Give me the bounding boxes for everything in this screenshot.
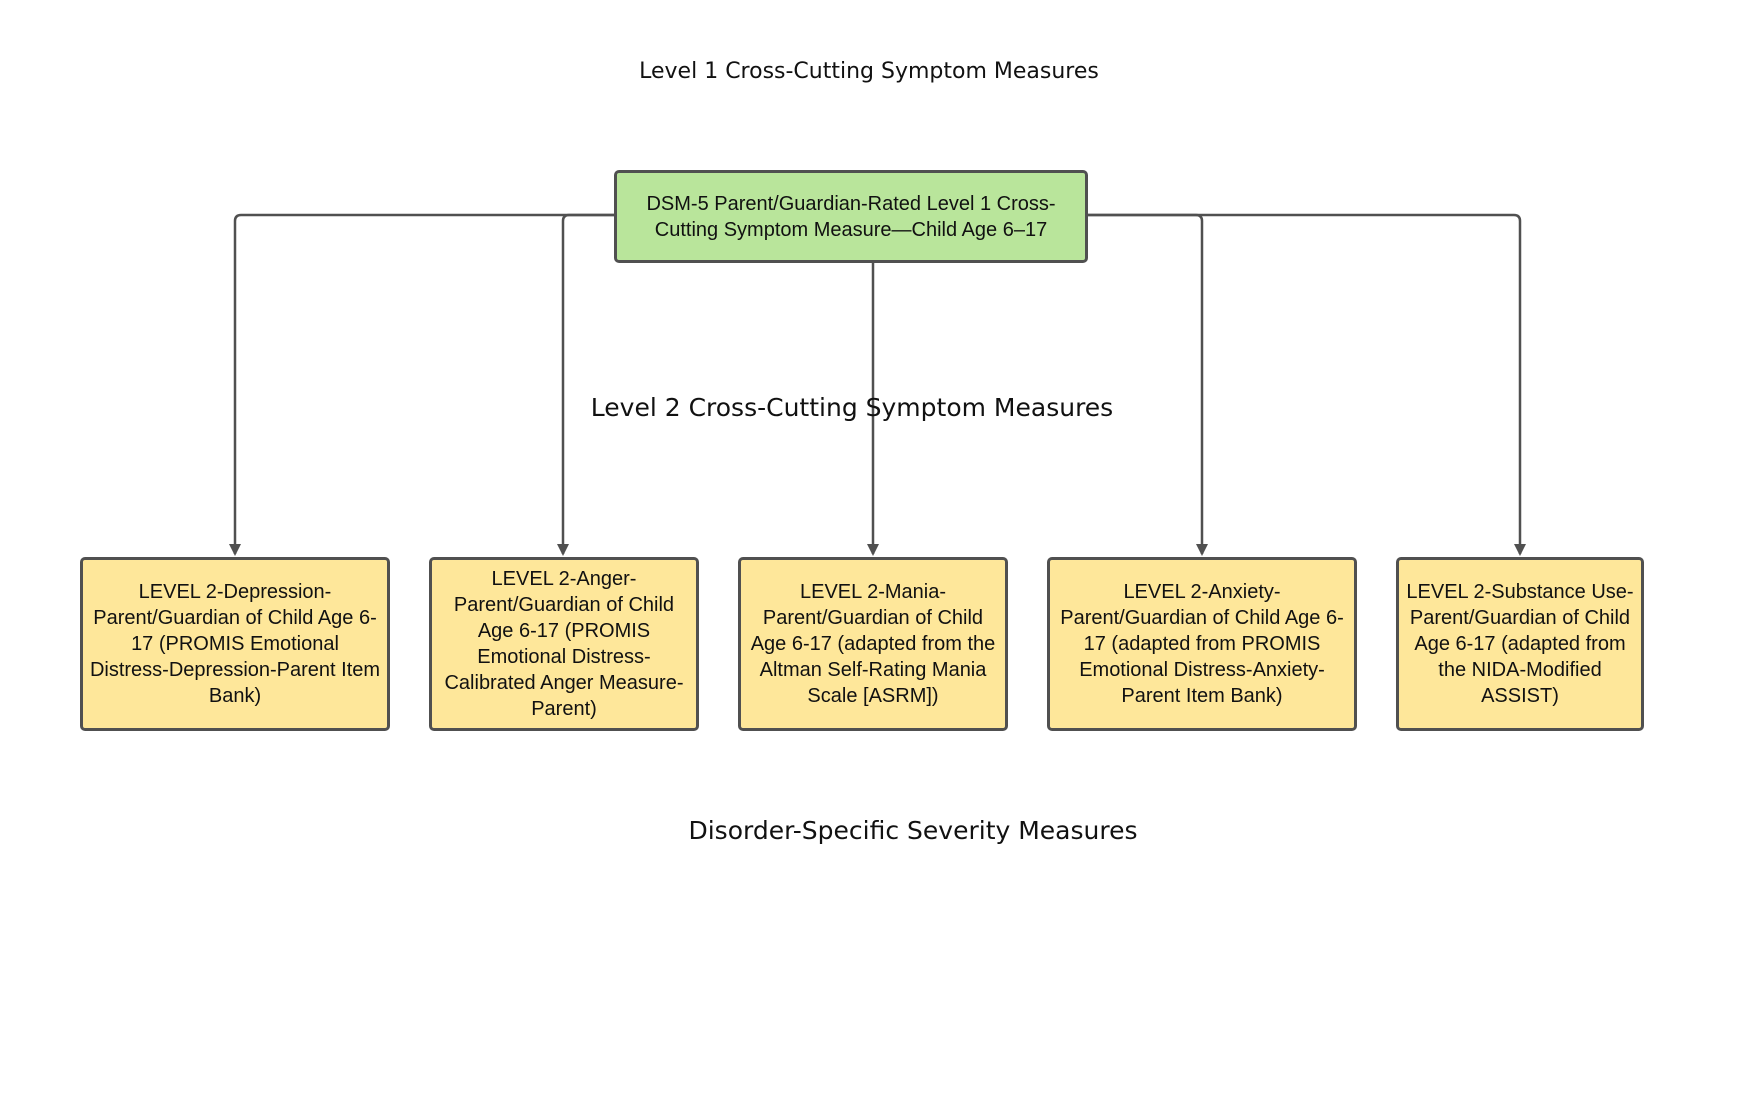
substance-use-measure-node[interactable]: LEVEL 2-Substance Use-Parent/Guardian of…	[1396, 557, 1644, 731]
root-measure-node[interactable]: DSM-5 Parent/Guardian-Rated Level 1 Cros…	[614, 170, 1088, 263]
anger-measure-node[interactable]: LEVEL 2-Anger-Parent/Guardian of Child A…	[429, 557, 699, 731]
depression-measure-node[interactable]: LEVEL 2-Depression-Parent/Guardian of Ch…	[80, 557, 390, 731]
mania-measure-text: LEVEL 2-Mania-Parent/Guardian of Child A…	[750, 581, 996, 707]
mania-measure-node[interactable]: LEVEL 2-Mania-Parent/Guardian of Child A…	[738, 557, 1008, 731]
anxiety-measure-node[interactable]: LEVEL 2-Anxiety-Parent/Guardian of Child…	[1047, 557, 1357, 731]
connector-to-anger	[557, 213, 614, 556]
connector-to-anxiety	[1088, 213, 1208, 556]
root-measure-text: DSM-5 Parent/Guardian-Rated Level 1 Cros…	[646, 192, 1056, 241]
level1-section-label: Level 1 Cross-Cutting Symptom Measures	[639, 59, 1099, 84]
substance-use-measure-text: LEVEL 2-Substance Use-Parent/Guardian of…	[1406, 581, 1634, 707]
severity-section-label: Disorder-Specific Severity Measures	[688, 816, 1138, 845]
anxiety-measure-text: LEVEL 2-Anxiety-Parent/Guardian of Child…	[1060, 581, 1344, 707]
connector-to-substance	[1088, 213, 1526, 556]
depression-measure-text: LEVEL 2-Depression-Parent/Guardian of Ch…	[89, 581, 381, 707]
connector-to-depression	[229, 213, 614, 556]
anger-measure-text: LEVEL 2-Anger-Parent/Guardian of Child A…	[444, 568, 684, 720]
level2-section-label: Level 2 Cross-Cutting Symptom Measures	[590, 393, 1114, 422]
